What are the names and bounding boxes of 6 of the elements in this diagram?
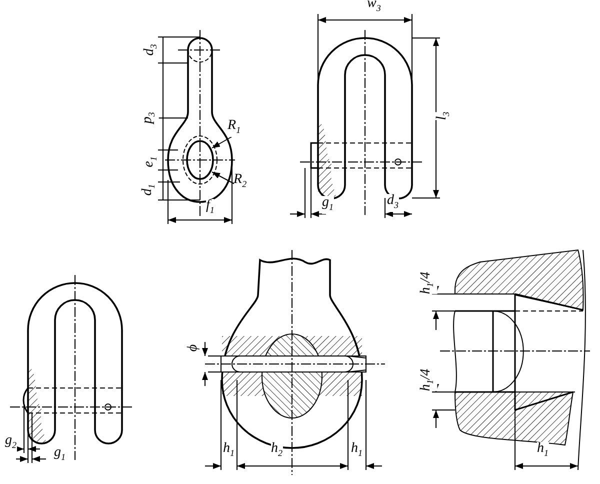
dimension-label: g$_{1}$	[322, 196, 334, 214]
dimension-label: g$_{2}$	[5, 434, 16, 452]
dimension-label: d$_{3}$	[387, 194, 398, 212]
dimension-label: ϕ	[186, 344, 200, 352]
dimension-label: R$_{1}$	[228, 119, 241, 137]
dimension-label: R$_{2}$	[234, 173, 247, 191]
